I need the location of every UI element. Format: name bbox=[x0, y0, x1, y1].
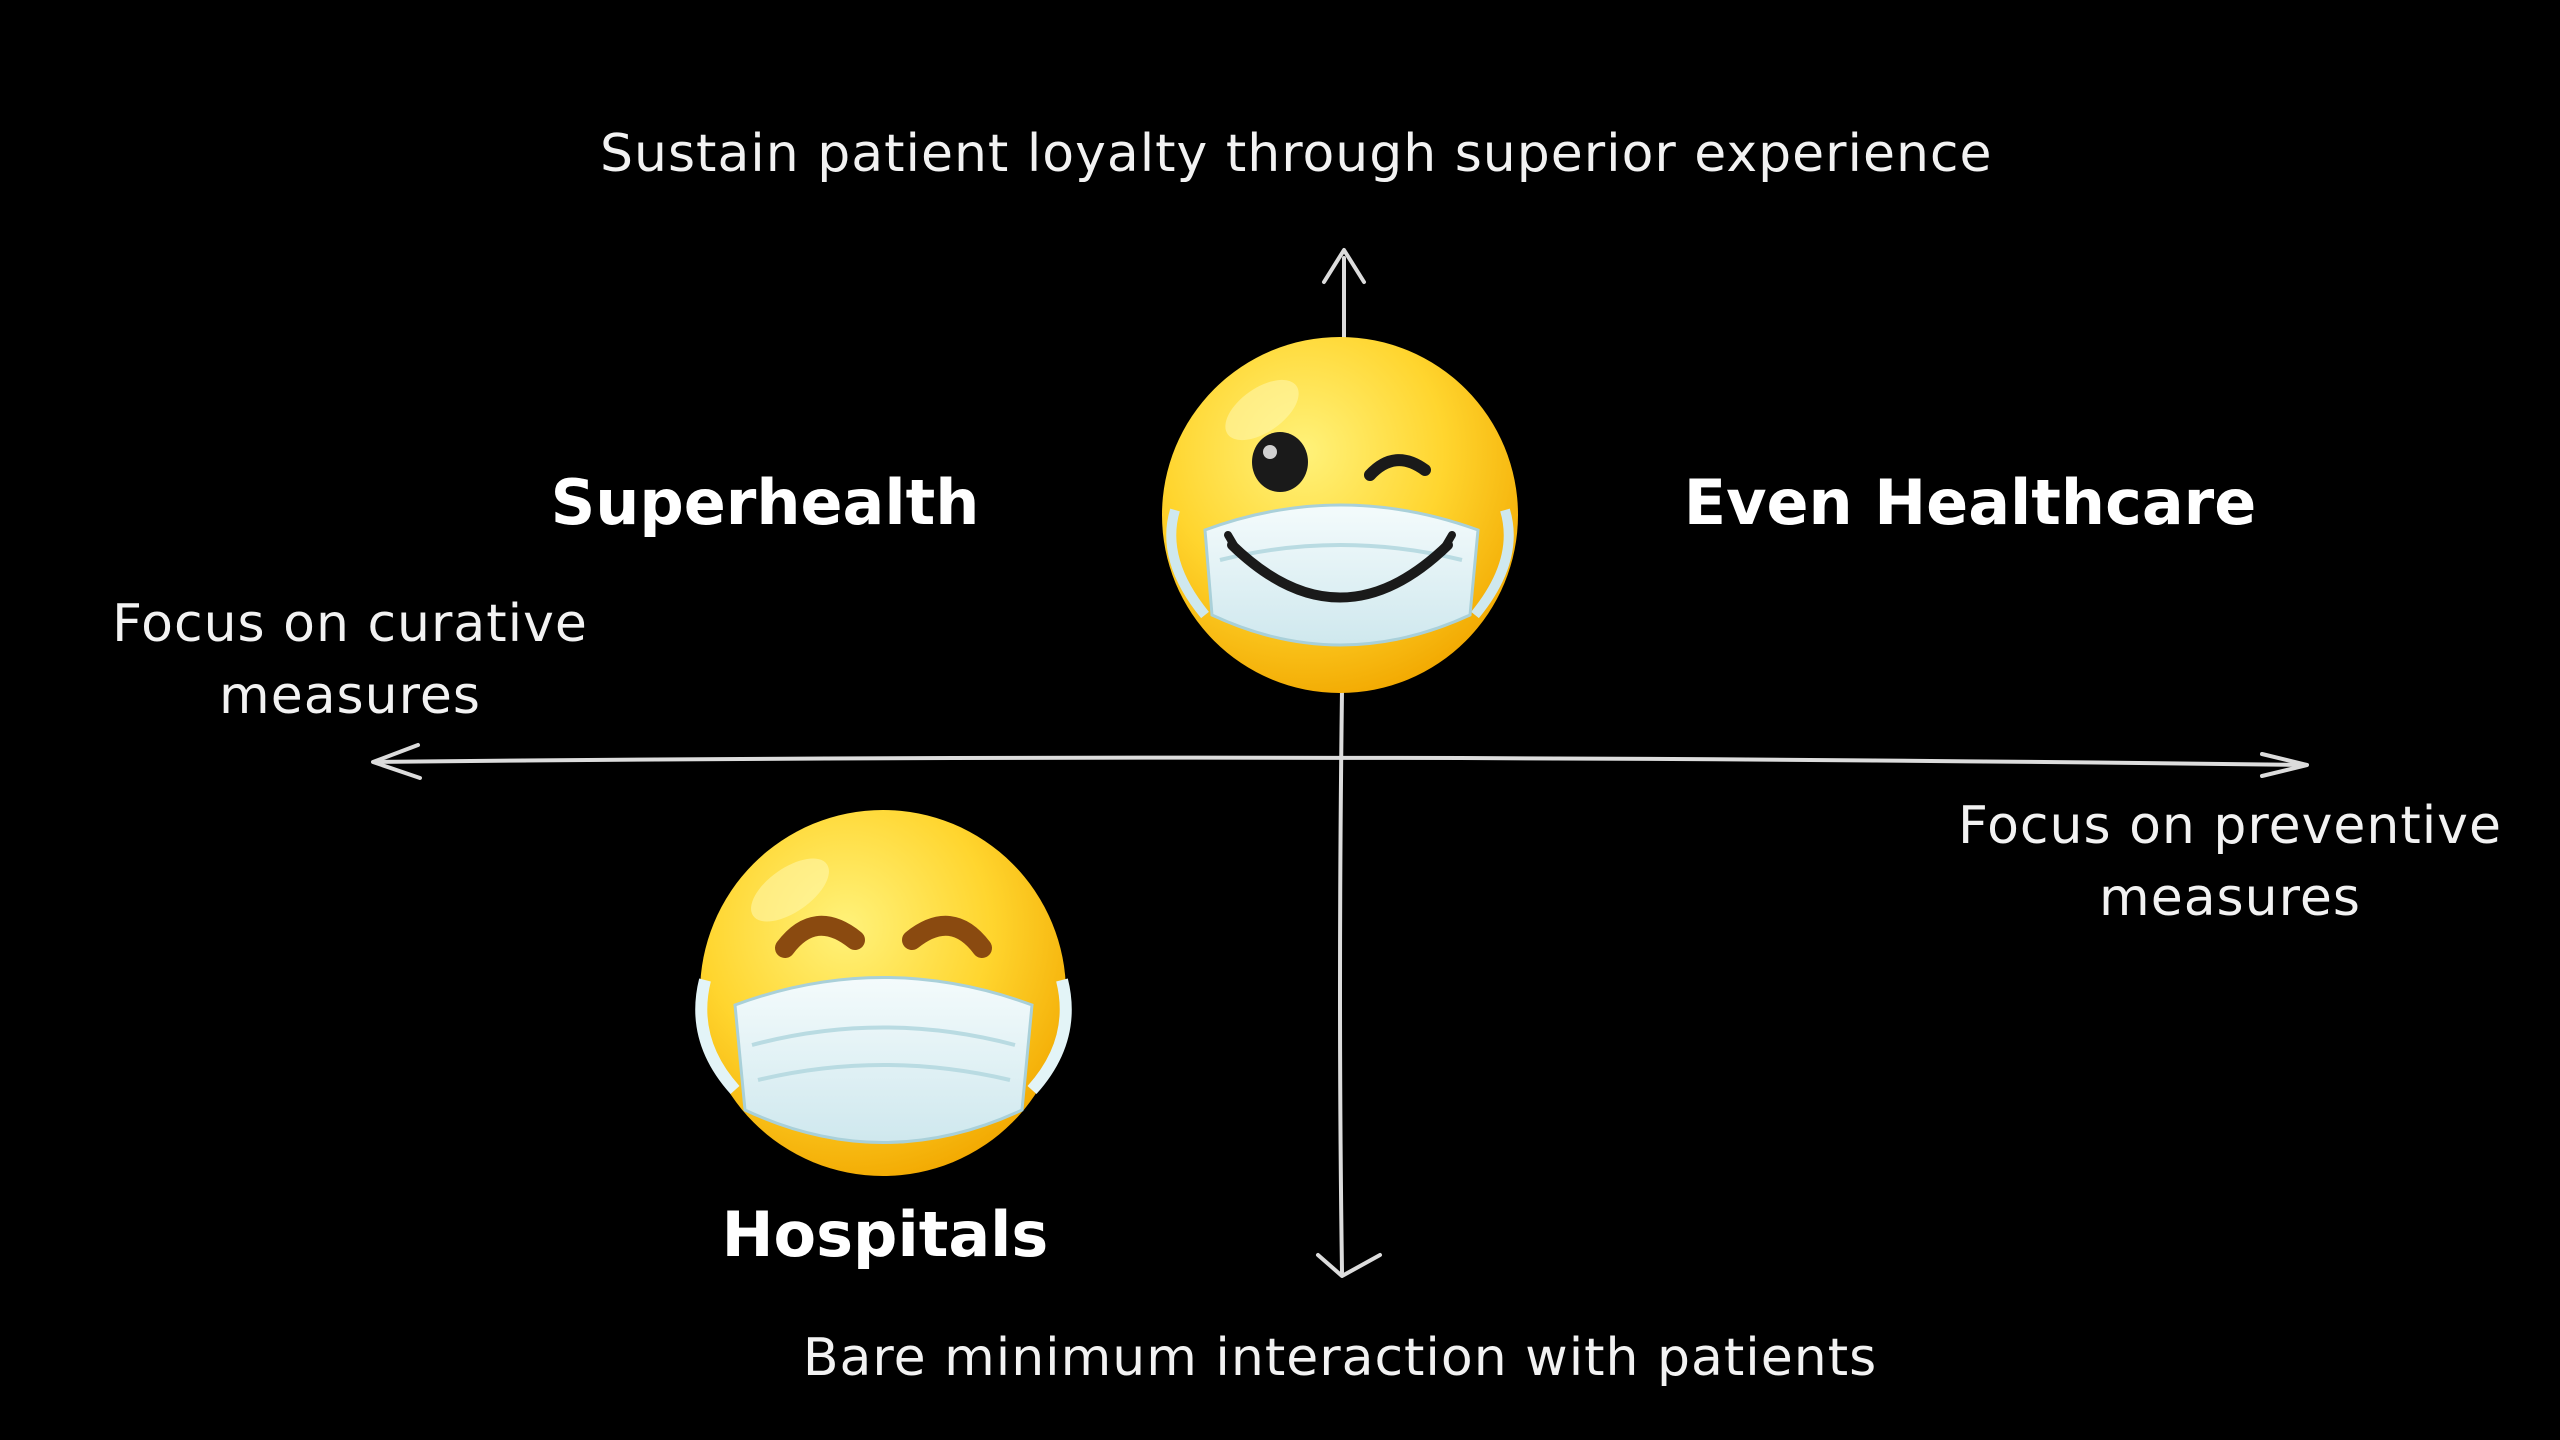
left-arrowhead bbox=[371, 743, 422, 780]
left-axis-label-line-1: Focus on curative bbox=[112, 594, 588, 654]
bottom-axis-label-text: Bare minimum interaction with patients bbox=[802, 1328, 1878, 1388]
smiling-face-with-mask-icon bbox=[695, 810, 1072, 1176]
left-axis-label-line-2: measures bbox=[219, 666, 481, 726]
right-axis-label-line-2: measures bbox=[2099, 868, 2361, 928]
top-axis-label: Sustain patient loyalty through superior… bbox=[600, 118, 1993, 190]
quadrant-label-even-healthcare: Even Healthcare bbox=[1683, 466, 2257, 539]
bottom-arrowhead bbox=[1316, 1253, 1382, 1278]
bottom-axis-label: Bare minimum interaction with patients bbox=[780, 1322, 1900, 1394]
right-axis-label-line-1: Focus on preventive bbox=[1958, 796, 2502, 856]
winking-face-with-mask-icon bbox=[1162, 337, 1518, 693]
quadrant-label-superhealth: Superhealth bbox=[550, 466, 980, 539]
top-arrowhead bbox=[1322, 248, 1366, 284]
top-axis-label-text: Sustain patient loyalty through superior… bbox=[600, 124, 1993, 184]
quadrant-label-hospitals: Hospitals bbox=[721, 1198, 1049, 1271]
left-axis-label: Focus on curative measures bbox=[100, 588, 600, 732]
horizontal-axis bbox=[373, 755, 2307, 767]
right-axis-label: Focus on preventive measures bbox=[1950, 790, 2510, 934]
right-arrowhead bbox=[2260, 752, 2309, 778]
